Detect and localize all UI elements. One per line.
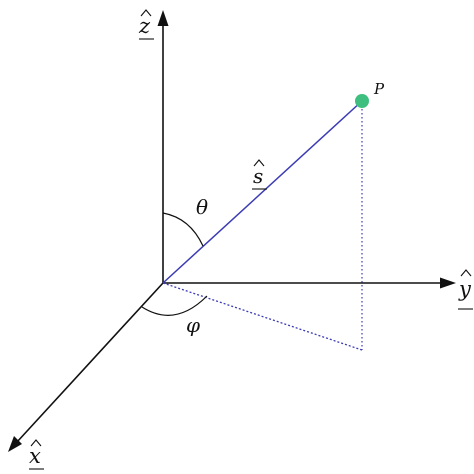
x-hat-icon [30,439,42,447]
s-hat-icon [253,159,265,167]
x-axis [16,282,164,443]
vector-s-label: s [252,159,267,190]
z-axis-label: z [138,9,154,40]
z-hat-icon [140,9,152,17]
phi-arc [141,295,208,316]
x-axis-label-text: x [29,444,41,468]
point-p-label: P [373,80,385,98]
phi-label: φ [186,313,200,337]
vector-s [162,100,363,284]
y-hat-icon [460,269,472,277]
theta-arc [162,212,204,247]
x-axis-label: x [29,439,44,470]
point-p [355,94,369,108]
y-axis-label-text: y [458,277,472,301]
vector-s-label-text: s [253,164,263,188]
x-axis-arrowhead [8,436,22,452]
theta-label: θ [196,195,208,219]
z-axis-label-text: z [138,14,151,38]
z-axis-arrowhead [157,10,169,26]
xy-plane-projection [162,282,363,351]
y-axis-label: y [458,269,473,310]
y-axis-arrowhead [440,277,456,289]
